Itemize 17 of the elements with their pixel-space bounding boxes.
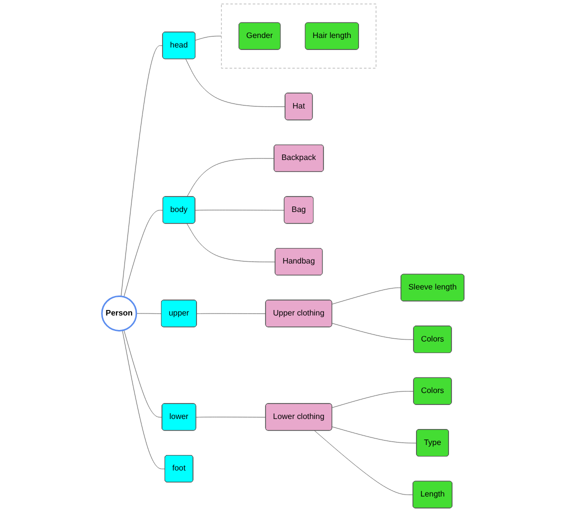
connector bbox=[194, 36, 222, 41]
cluster bbox=[221, 4, 376, 68]
connector bbox=[332, 391, 414, 408]
connector bbox=[124, 210, 164, 298]
connector bbox=[332, 288, 402, 304]
connector bbox=[186, 223, 276, 262]
connector bbox=[196, 313, 266, 314]
connector bbox=[136, 313, 162, 314]
connector bbox=[186, 158, 274, 198]
connector bbox=[332, 323, 414, 340]
connector bbox=[120, 45, 164, 297]
connector bbox=[196, 416, 266, 418]
connector bbox=[122, 330, 166, 470]
connector bbox=[332, 426, 417, 444]
connector bbox=[186, 58, 286, 107]
connector bbox=[314, 430, 414, 496]
connector bbox=[124, 330, 162, 418]
